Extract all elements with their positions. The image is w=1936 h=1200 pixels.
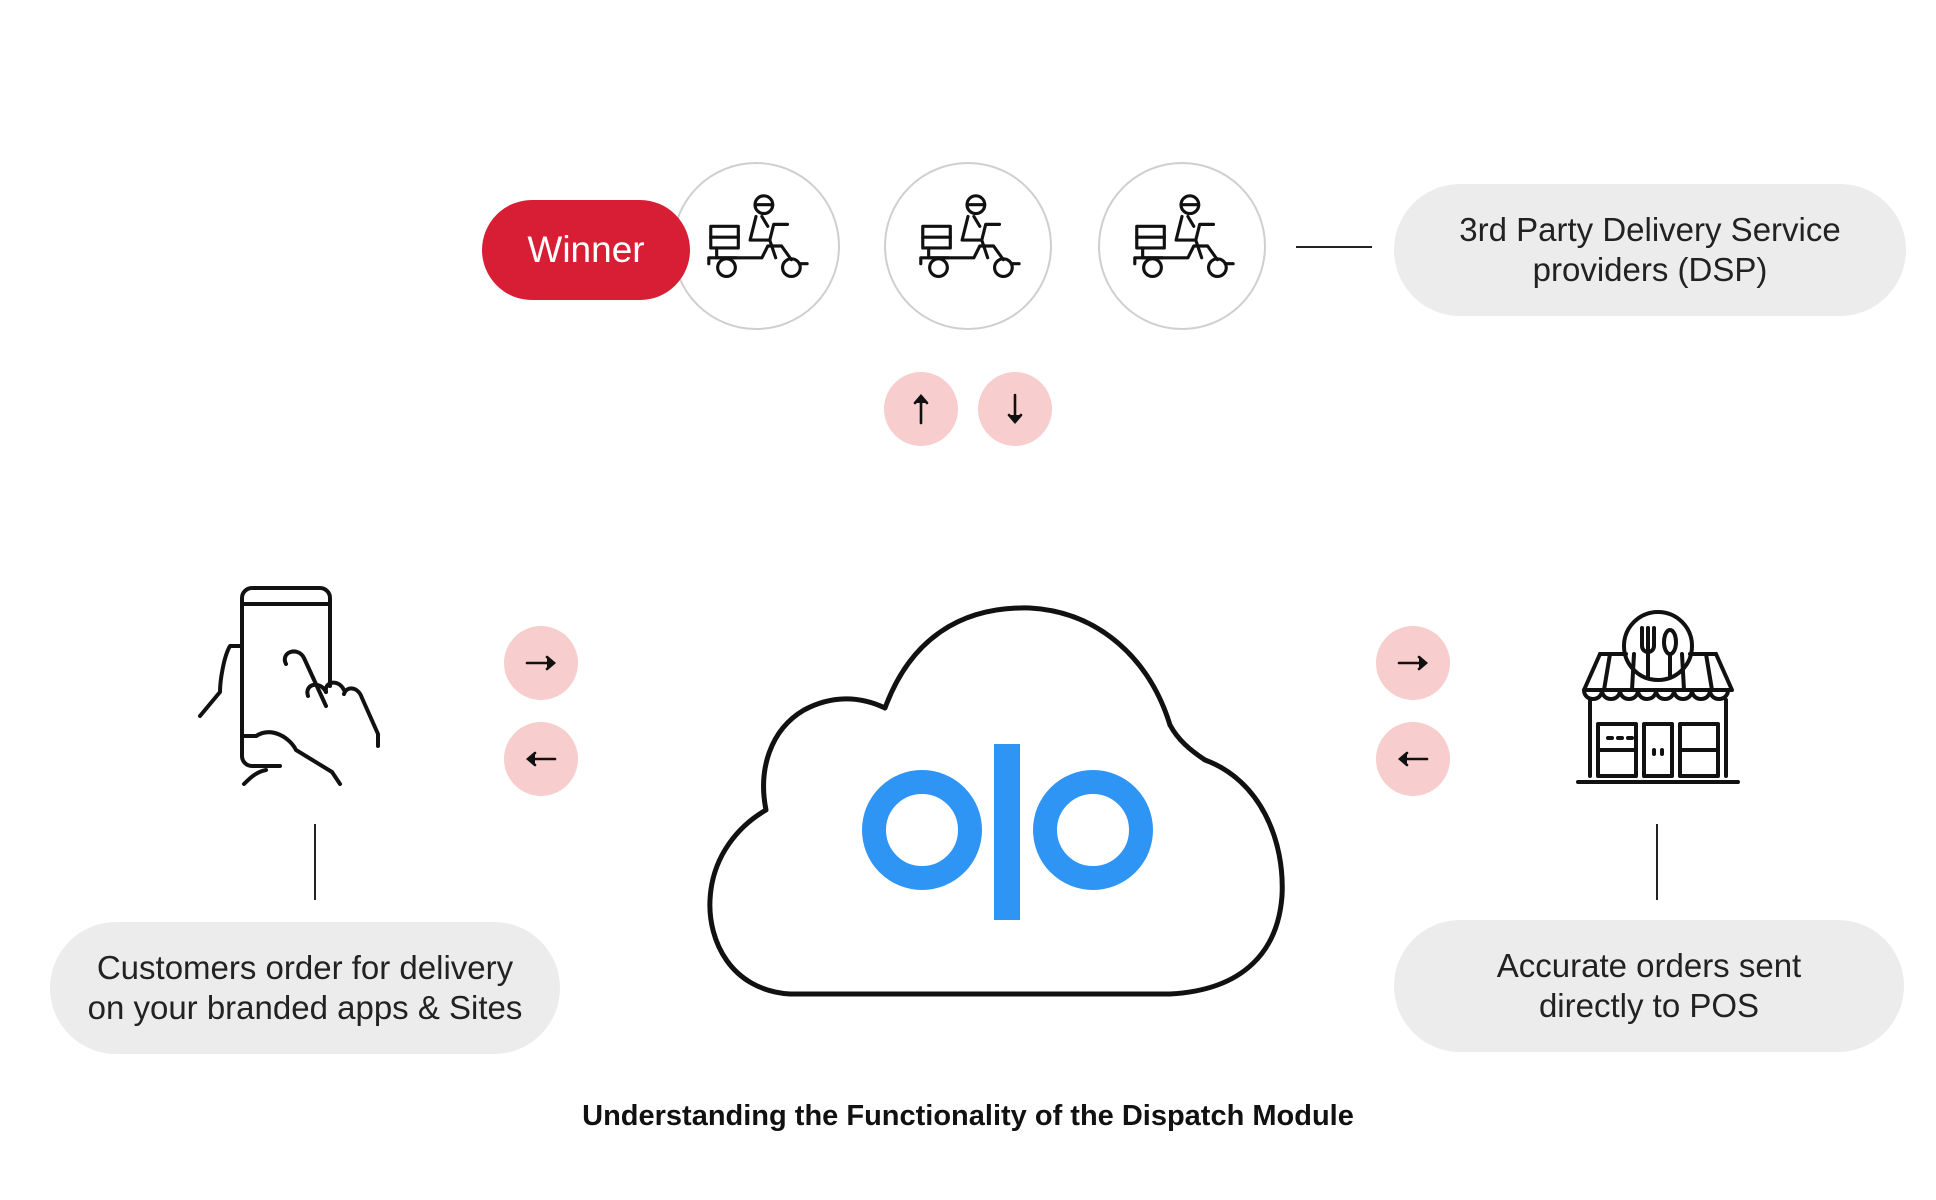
arrow-left-icon [526,751,557,767]
arrow-down-dot [978,372,1052,446]
right-arrow-left-dot [1376,722,1450,796]
right-arrow-right-dot [1376,626,1450,700]
pos-label-line1: Accurate orders sent [1496,947,1802,984]
winner-badge: Winner [482,200,690,300]
dsp-label-line2: providers (DSP) [1532,251,1768,288]
courier-circle-3 [1098,162,1266,330]
arrow-up-dot [884,372,958,446]
customer-label-line2: on your branded apps & Sites [87,989,523,1026]
scooter-courier-icon [707,194,809,279]
pos-label-pill: Accurate orders sent directly to POS [1394,920,1904,1052]
scooter-courier-icon [1133,194,1235,279]
arrow-up-icon [913,394,929,425]
olo-logo [862,770,1153,890]
dsp-connector-line [1296,246,1372,248]
customer-connector-line [314,824,316,900]
left-arrow-left-dot [504,722,578,796]
arrow-right-icon [1397,655,1428,671]
left-arrow-right-dot [504,626,578,700]
arrow-right-icon [525,655,556,671]
dsp-label-line1: 3rd Party Delivery Service [1459,211,1841,248]
arrow-down-icon [1007,393,1023,424]
pos-connector-line [1656,824,1658,900]
customer-label-pill: Customers order for delivery on your bra… [50,922,560,1054]
customer-label-line1: Customers order for delivery [96,949,514,986]
pos-label-line2: directly to POS [1538,987,1760,1024]
diagram-caption: Understanding the Functionality of the D… [582,1100,1354,1132]
arrow-left-icon [1398,751,1429,767]
restaurant-storefront-icon [1576,610,1740,784]
olo-logo-bar [994,744,1020,920]
courier-circle-2 [884,162,1052,330]
dsp-label-pill: 3rd Party Delivery Service providers (DS… [1394,184,1906,316]
olo-cloud-icon [707,605,1285,997]
courier-circle-1 [672,162,840,330]
hand-phone-icon [198,586,380,786]
scooter-courier-icon [919,194,1021,279]
